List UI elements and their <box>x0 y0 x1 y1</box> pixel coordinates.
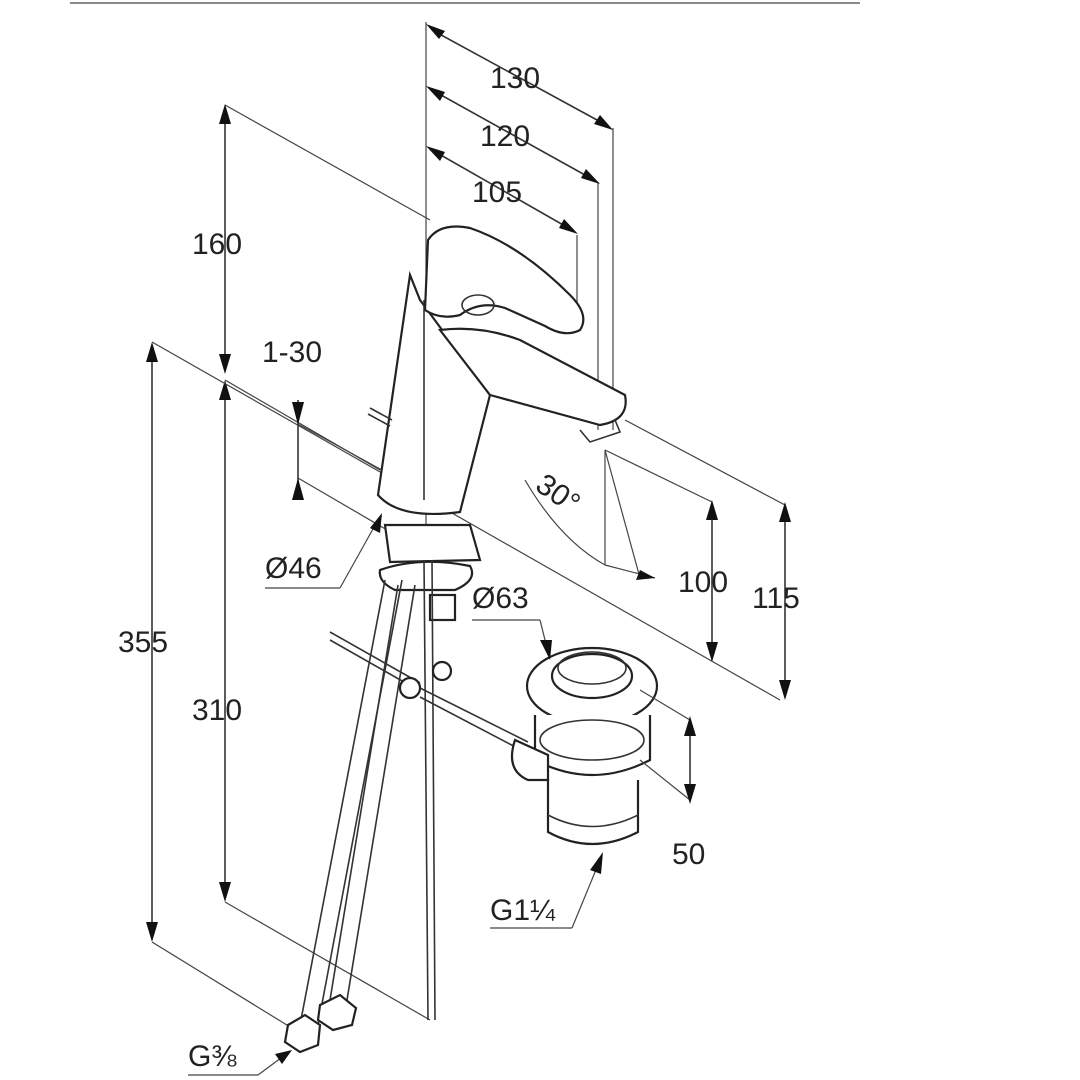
callout-g114 <box>490 852 603 929</box>
dim-355-label: 355 <box>118 626 168 659</box>
dim-30deg-label: 30° <box>530 468 586 521</box>
drain-linkage <box>329 631 529 753</box>
dim-50-label: 50 <box>672 838 705 871</box>
dim-160-label: 160 <box>192 228 242 261</box>
callout-g38 <box>188 1050 292 1076</box>
dim-115-label: 115 <box>752 582 800 615</box>
dim-1-30-label: 1-30 <box>262 336 322 369</box>
callout-d46 <box>265 513 382 589</box>
dim-310-label: 310 <box>192 694 242 727</box>
dimension-left-group <box>146 104 781 1031</box>
dim-100-label: 100 <box>678 566 728 599</box>
faucet-body <box>367 225 627 515</box>
dimension-right-group <box>524 419 791 700</box>
mounting-assembly <box>378 523 482 1021</box>
supply-hoses <box>283 579 416 1054</box>
dim-d63-label: Ø63 <box>472 582 529 615</box>
dim-105-label: 105 <box>472 176 522 209</box>
callout-50 <box>639 689 696 804</box>
dim-120-label: 120 <box>480 120 530 153</box>
callout-d63 <box>472 619 552 660</box>
dim-d46-label: Ø46 <box>265 552 322 585</box>
dimension-top-group <box>425 22 614 540</box>
dim-130-label: 130 <box>490 62 540 95</box>
popup-waste <box>510 646 659 846</box>
dim-g38-label: G⅜ <box>188 1040 237 1073</box>
dim-g114-label: G1¼ <box>490 894 556 927</box>
